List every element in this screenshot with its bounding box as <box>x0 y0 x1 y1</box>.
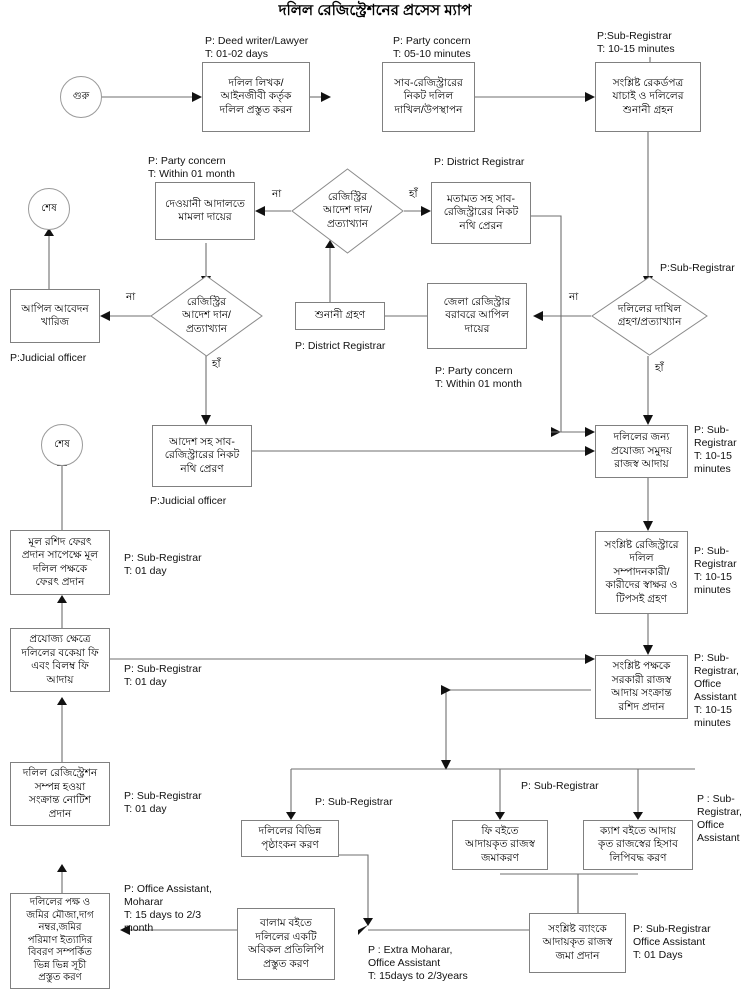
branch-label-reg2-yes: হাঁ <box>212 358 221 370</box>
node-end-1[interactable]: শেষ <box>28 188 70 230</box>
node-end-2[interactable]: শেষ <box>41 424 83 466</box>
node-page-marking[interactable]: দলিলের বিভিন্ন পৃষ্ঠাংকন করণ <box>241 820 339 857</box>
note-page-marking: P: Sub-Registrar <box>315 796 393 808</box>
node-submission-decision[interactable]: দলিলের দাখিল গ্রহণ/প্রত্যাখ্যান <box>591 276 708 356</box>
node-return-original-deed[interactable]: মূল রশিদ ফেরৎ প্রদান সাপেক্ষে মূল দলিল প… <box>10 530 110 595</box>
note-issue-receipt: P: Sub- Registrar, Office Assistant T: 1… <box>694 652 739 729</box>
note-return-deed: P: Sub-Registrar T: 01 day <box>124 552 202 577</box>
note-civil-court: P: Party concern T: Within 01 month <box>148 155 235 180</box>
node-signature-collection[interactable]: সংশ্লিষ্ট রেজিস্ট্রারে দলিল সম্পাদনকারী/… <box>595 531 688 614</box>
note-judicial-officer-1: P:Judicial officer <box>10 352 87 364</box>
note-district-registrar-hearing: P: District Registrar <box>295 340 386 352</box>
node-registration-notice[interactable]: দলিল রেজিস্ট্রেশন সম্পন্ন হওয়া সংক্রান্… <box>10 762 110 826</box>
node-bank-deposit[interactable]: সংশ্লিষ্ট ব্যাংকে আদায়কৃত রাজস্ব জমা প্… <box>529 913 626 973</box>
branch-label-reg2-no: না <box>126 291 136 303</box>
node-issue-receipt[interactable]: সংশ্লিষ্ট পক্ষকে সরকারী রাজস্ব আদায় সংক… <box>595 655 688 719</box>
note-party-concern-appeal: P: Party concern T: Within 01 month <box>435 365 522 390</box>
branch-label-reg1-no: না <box>272 188 282 200</box>
note-verify: P:Sub-Registrar T: 10-15 minutes <box>597 30 675 55</box>
node-registrar-decision-2[interactable]: রেজিস্ট্রির আদেশ দান/ প্রত্যাখ্যান <box>150 275 263 357</box>
node-hearing-received[interactable]: শুনানী গ্রহণ <box>295 302 385 330</box>
note-bank: P: Sub-Registrar Office Assistant T: 01 … <box>633 923 711 961</box>
node-civil-court-case[interactable]: দেওয়ানী আদালতে মামলা দায়ের <box>155 182 255 240</box>
registrar-decision-1-label: রেজিস্ট্রির আদেশ দান/ প্রত্যাখ্যান <box>323 190 372 230</box>
note-registration-notice: P: Sub-Registrar T: 01 day <box>124 790 202 815</box>
branch-label-reg1-yes: হাঁ <box>409 188 418 200</box>
note-district-registrar-top: P: District Registrar <box>434 156 525 168</box>
node-fee-book-entry[interactable]: ফি বইতে আদায়কৃত রাজস্ব জমাকরণ <box>452 820 548 870</box>
node-order-to-subregistrar[interactable]: আদেশ সহ সাব- রেজিস্ট্রারের নিকট নথি প্রে… <box>152 425 252 487</box>
node-deed-prepare[interactable]: দলিল লিখক/ আইনজীবী কর্তৃক দলিল প্রস্তুত … <box>202 62 310 132</box>
node-verify-records[interactable]: সংশ্লিষ্ট রেকর্ডপত্র যাচাই ও দলিলের শুনা… <box>595 62 701 132</box>
node-submit-subregistrar[interactable]: সাব-রেজিস্ট্রারের নিকট দলিল দাখিল/উপস্থা… <box>382 62 475 132</box>
note-index-prep: P: Office Assistant, Moharar T: 15 days … <box>124 883 212 934</box>
node-arrear-fee[interactable]: প্রযোজ্য ক্ষেত্রে দলিলের বকেয়া ফি এবং ব… <box>10 628 110 692</box>
note-signature: P: Sub- Registrar T: 10-15 minutes <box>694 545 737 596</box>
note-fee-book: P: Sub-Registrar <box>521 780 599 792</box>
submission-decision-label: দলিলের দাখিল গ্রহণ/প্রত্যাখ্যান <box>617 302 682 329</box>
note-subregistrar-mid: P:Sub-Registrar <box>660 262 735 274</box>
note-submit: P: Party concern T: 05-10 minutes <box>393 35 471 60</box>
note-judicial-officer-2: P:Judicial officer <box>150 495 227 507</box>
node-balam-copy[interactable]: বালাম বইতে দলিলের একটি অবিকল প্রতিলিপি প… <box>237 908 335 980</box>
node-appeal-district-registrar[interactable]: জেলা রেজিস্ট্রার বরাবরে আপিল দায়ের <box>427 283 527 349</box>
node-opinion-to-subregistrar[interactable]: মতামত সহ সাব- রেজিস্ট্রারের নিকট নথি প্র… <box>431 182 531 244</box>
node-start-1[interactable]: গুরু <box>60 76 102 118</box>
note-deed-prepare: P: Deed writer/Lawyer T: 01-02 days <box>205 35 309 60</box>
registrar-decision-2-label: রেজিস্ট্রির আদেশ দান/ প্রত্যাখ্যান <box>182 295 231 335</box>
node-appeal-rejected[interactable]: আপিল আবেদন খারিজ <box>10 289 100 343</box>
node-registrar-decision-1[interactable]: রেজিস্ট্রির আদেশ দান/ প্রত্যাখ্যান <box>291 168 404 254</box>
note-cash-book: P : Sub- Registrar, Office Assistant <box>697 793 742 844</box>
note-balam: P : Extra Moharar, Office Assistant T: 1… <box>368 944 468 982</box>
note-arrear-fee: P: Sub-Registrar T: 01 day <box>124 663 202 688</box>
branch-label-submission-yes: হাঁ <box>655 362 664 374</box>
node-cash-book-entry[interactable]: ক্যাশ বইতে আদায় কৃত রাজস্বের হিসাব লিপি… <box>583 820 693 870</box>
note-collect-revenue: P: Sub- Registrar T: 10-15 minutes <box>694 424 737 475</box>
page-title: দলিল রেজিস্ট্রেশনের প্রসেস ম্যাপ <box>278 2 472 19</box>
node-index-preparation[interactable]: দলিলের পক্ষ ও জমির মৌজা,দাগ নম্বর,জমির প… <box>10 893 110 989</box>
node-collect-revenue[interactable]: দলিলের জন্য প্রযোজ্য সমুদয় রাজস্ব আদায় <box>595 425 688 478</box>
branch-label-submission-no: না <box>569 291 579 303</box>
